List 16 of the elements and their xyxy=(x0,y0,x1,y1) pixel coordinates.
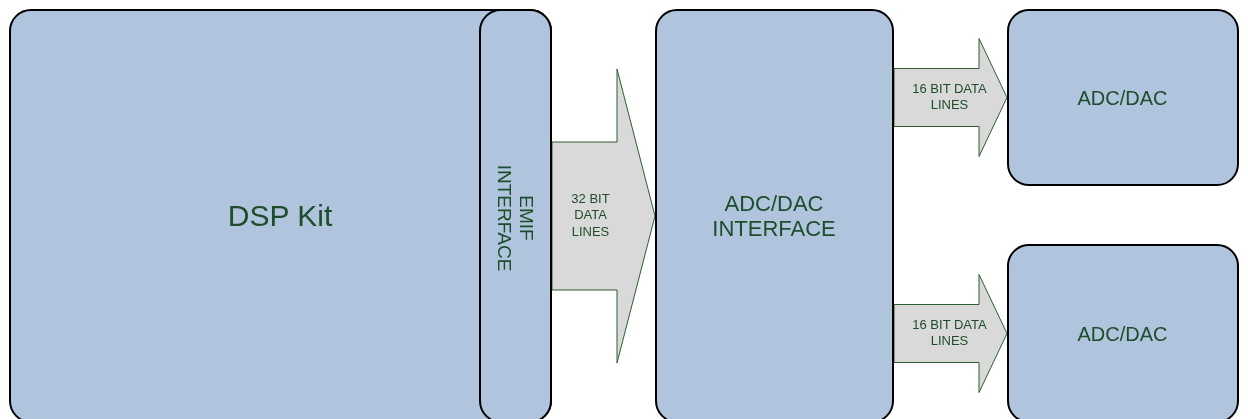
edge-label: 16 BIT DATA LINES xyxy=(911,80,988,113)
block-label: ADC/DAC INTERFACE xyxy=(711,190,837,242)
block-label: ADC/DAC xyxy=(1076,322,1169,345)
interface-bar xyxy=(478,8,552,419)
block-box xyxy=(1007,9,1239,186)
block-arrow xyxy=(551,68,656,364)
block-box xyxy=(655,9,894,419)
block-label: EMIF INTERFACE xyxy=(492,163,538,273)
edge-label: 16 BIT DATA LINES xyxy=(911,316,988,349)
block-box xyxy=(1007,244,1239,419)
block-box xyxy=(9,9,552,419)
block-label: ADC/DAC xyxy=(1076,86,1169,109)
block-arrow xyxy=(893,274,1008,393)
block-label: DSP Kit xyxy=(226,198,334,234)
block-arrow xyxy=(893,38,1008,157)
edge-label: 32 BIT DATA LINES xyxy=(570,191,611,240)
